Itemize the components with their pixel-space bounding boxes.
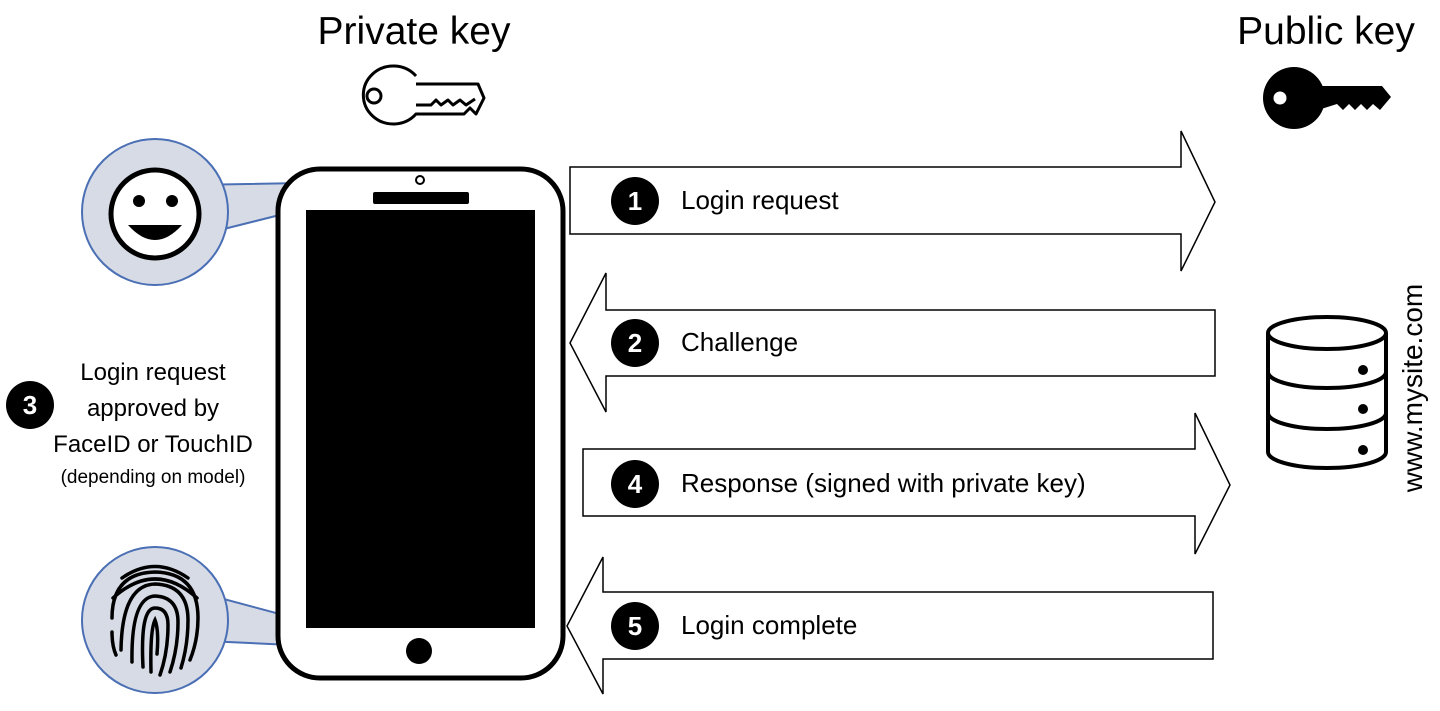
site-label: www.mysite.com xyxy=(1397,284,1428,493)
step-3: 3 Login request approved by FaceID or To… xyxy=(6,359,253,488)
step-number-badge xyxy=(6,381,54,429)
key-solid-icon xyxy=(1263,67,1391,129)
step-number: 1 xyxy=(628,186,642,216)
step-number: 5 xyxy=(628,611,642,641)
step-3-note: (depending on model) xyxy=(61,467,246,488)
step-number-badge xyxy=(611,177,659,225)
step-4: 4 Response (signed with private key) xyxy=(611,460,1086,508)
step-number: 3 xyxy=(23,390,37,420)
arrow-response xyxy=(582,412,1231,555)
database-server-icon xyxy=(1266,315,1388,470)
step-3-line-3: FaceID or TouchID xyxy=(53,431,253,458)
step-label: Login complete xyxy=(681,610,857,640)
key-outline-icon xyxy=(361,64,486,126)
private-key-title: Private key xyxy=(318,10,511,53)
step-number-badge xyxy=(611,460,659,508)
step-number-badge xyxy=(611,319,659,367)
step-label: Challenge xyxy=(681,327,798,357)
step-number: 4 xyxy=(628,469,643,499)
step-2: 2 Challenge xyxy=(611,319,798,367)
arrow-login-request xyxy=(569,130,1216,272)
step-1: 1 Login request xyxy=(611,177,839,225)
front-camera xyxy=(415,175,425,185)
public-key-title: Public key xyxy=(1237,10,1415,53)
step-label: Login request xyxy=(681,185,839,215)
step-5: 5 Login complete xyxy=(611,602,857,650)
arrow-challenge xyxy=(569,272,1216,413)
fingerprint-bubble-join xyxy=(186,596,214,636)
smiley-face-icon xyxy=(108,167,202,261)
step-number: 2 xyxy=(628,328,642,358)
step-3-line-2: approved by xyxy=(87,395,219,422)
phone-screen xyxy=(306,210,535,628)
arrow-login-complete xyxy=(566,556,1214,695)
smartphone-icon xyxy=(275,166,566,681)
step-label: Response (signed with private key) xyxy=(681,468,1086,498)
home-button xyxy=(406,638,432,664)
step-3-line-1: Login request xyxy=(80,359,226,386)
phone-speaker xyxy=(373,192,469,204)
fingerprint-icon xyxy=(110,564,200,677)
step-number-badge xyxy=(611,602,659,650)
